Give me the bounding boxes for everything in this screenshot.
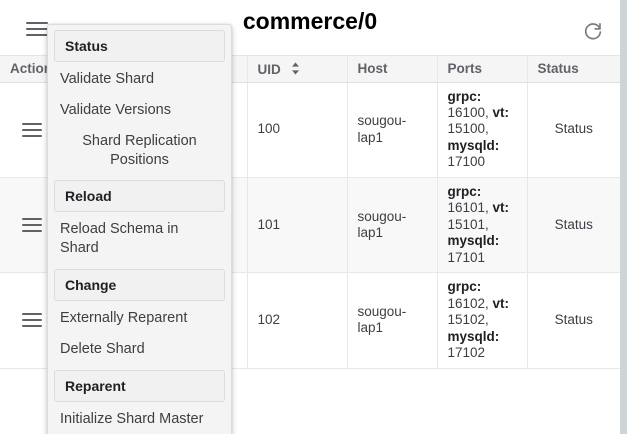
port-value: 16101, (447, 200, 493, 216)
cell-ports: grpc: 16101, vt: 15101, mysqld: 17101 (437, 177, 528, 274)
port-label: vt: (492, 200, 510, 216)
port-value: 17102 (447, 345, 486, 361)
hamburger-bar (22, 319, 42, 322)
port-value: 15101, (447, 216, 489, 232)
hamburger-bar (22, 122, 42, 125)
cell-ports: grpc: 16100, vt: 15100, mysqld: 17100 (437, 82, 528, 178)
sort-updown-icon[interactable] (291, 62, 300, 75)
vertical-scrollbar-thumb[interactable] (620, 0, 627, 434)
hamburger-bar (26, 22, 48, 24)
port-value: 17100 (447, 154, 486, 170)
menu-item-externally-reparent[interactable]: Externally Reparent (60, 310, 188, 327)
port-label: mysqld: (447, 233, 500, 249)
cell-host: sougou-lap1 (347, 177, 438, 274)
port-value: 16100, (447, 104, 493, 120)
cell-status[interactable]: Status (527, 272, 620, 369)
hamburger-bar (22, 134, 42, 137)
port-label: vt: (492, 104, 510, 120)
port-value: 15102, (447, 312, 489, 328)
column-label-ports: Ports (447, 61, 483, 77)
cell-uid: 100 (247, 82, 348, 178)
hamburger-bar (22, 313, 42, 316)
menu-item-validate-shard[interactable]: Validate Shard (60, 71, 155, 87)
row-hamburger-icon[interactable] (22, 218, 42, 233)
port-value: 17101 (447, 249, 486, 265)
hamburger-bar (22, 218, 42, 221)
column-header-ports: Ports (437, 56, 528, 83)
menu-item-validate-versions[interactable]: Validate Versions (60, 101, 171, 118)
menu-section-header-change: Change (54, 269, 225, 302)
cell-status[interactable]: Status (527, 177, 620, 274)
hamburger-bar (22, 224, 42, 227)
port-value: 16102, (447, 295, 493, 311)
row-hamburger-icon[interactable] (22, 122, 42, 137)
port-label: mysqld: (447, 328, 500, 344)
hamburger-bar (26, 28, 48, 30)
row-hamburger-icon[interactable] (22, 313, 42, 328)
menu-item-reload-schema-in-shard[interactable]: Reload Schema in Shard (60, 221, 179, 257)
refresh-icon[interactable] (582, 20, 604, 42)
port-label: mysqld: (447, 137, 500, 153)
port-label: grpc: (447, 279, 482, 295)
hamburger-icon[interactable] (26, 22, 48, 38)
column-header-host: Host (347, 56, 438, 83)
menu-item-shard-replication-positions[interactable]: Shard Replication Positions (82, 132, 197, 168)
hamburger-bar (22, 128, 42, 131)
column-header-status: Status (527, 56, 620, 83)
column-label-status: Status (537, 61, 579, 77)
menu-item-initialize-shard-master[interactable]: Initialize Shard Master (60, 410, 204, 427)
column-header-uid[interactable]: UID (247, 56, 348, 83)
hamburger-bar (22, 325, 42, 328)
hamburger-bar (26, 34, 48, 36)
cell-uid: 101 (247, 177, 348, 274)
column-label-host: Host (357, 61, 388, 77)
port-label: vt: (492, 295, 510, 311)
menu-section-header-reload: Reload (54, 180, 225, 213)
cell-ports: grpc: 16102, vt: 15102, mysqld: 17102 (437, 272, 528, 369)
menu-section-header-status: Status (54, 30, 225, 62)
menu-item-delete-shard[interactable]: Delete Shard (60, 340, 145, 357)
column-label-uid: UID (257, 61, 281, 77)
port-label: grpc: (447, 88, 482, 104)
cell-host: sougou-lap1 (347, 272, 438, 369)
port-value: 15100, (447, 121, 489, 137)
tablets-table: Actions UID Host (0, 56, 620, 369)
menu-section-header-reparent: Reparent (54, 369, 225, 402)
cell-host: sougou-lap1 (347, 82, 438, 178)
port-label: grpc: (447, 183, 482, 199)
cell-status[interactable]: Status (527, 82, 620, 178)
hamburger-bar (22, 230, 42, 233)
vertical-scrollbar[interactable] (620, 0, 628, 434)
cell-uid: 102 (247, 272, 348, 369)
